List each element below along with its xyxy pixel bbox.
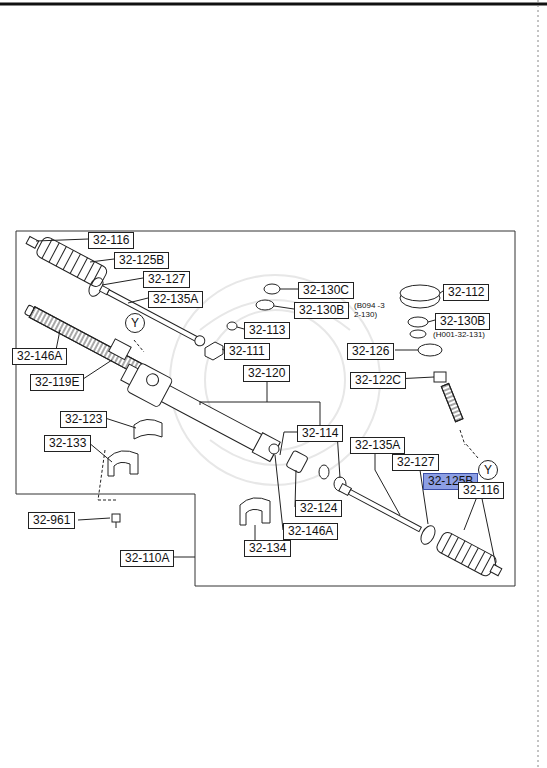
part-note: (H001-32-131) <box>433 330 485 339</box>
view-marker: Y <box>478 460 498 480</box>
callout-box: 32-135A <box>350 437 405 454</box>
callout-box: 32-133 <box>44 435 91 452</box>
callout-box: 32-130B <box>294 302 349 319</box>
callout-box: 32-114 <box>297 425 343 442</box>
part-note: (B094 -32-130) <box>354 301 388 319</box>
callout-box: 32-130B <box>435 313 490 330</box>
callout-number: 32-120 <box>248 367 285 380</box>
callout-number: 32-110A <box>125 552 169 565</box>
callout-box: 32-113 <box>244 322 290 339</box>
callout-number: 32-122C <box>355 374 401 387</box>
callout-box: 32-961 <box>28 512 75 529</box>
callout-number: 32-130B <box>299 304 344 317</box>
callout-number: 32-135A <box>153 293 198 306</box>
callout-number: 32-146A <box>288 525 333 538</box>
callout-number: 32-123 <box>65 413 102 426</box>
callout-box: 32-134 <box>244 540 291 557</box>
callout-number: 32-961 <box>33 514 70 527</box>
callout-box: 32-127 <box>392 454 439 471</box>
callout-number: 32-126 <box>352 345 389 358</box>
callout-box: 32-146A <box>283 523 338 540</box>
callout-box: 32-124 <box>295 500 342 517</box>
callout-box: 32-126 <box>347 343 394 360</box>
callout-number: 32-124 <box>300 502 337 515</box>
callout-box: 32-110A <box>120 550 174 567</box>
callout-number: 32-130B <box>440 315 485 328</box>
callout-box: 32-120 <box>243 365 290 382</box>
callout-number: 32-134 <box>249 542 286 555</box>
callout-box: 32-123 <box>60 411 107 428</box>
callout-number: 32-116 <box>93 234 129 247</box>
callout-box: 32-127 <box>143 271 190 288</box>
callout-number: 32-113 <box>249 324 285 337</box>
callout-number: 32-116 <box>463 484 499 497</box>
callout-box: 32-112 <box>443 284 489 301</box>
callout-number: 32-133 <box>49 437 86 450</box>
callout-box: 32-125B <box>114 252 169 269</box>
callout-number: 32-127 <box>148 273 185 286</box>
callout-number: 32-125B <box>119 254 164 267</box>
callout-number: Y <box>479 461 497 479</box>
callout-box: 32-146A <box>12 348 67 365</box>
view-marker: Y <box>125 313 145 333</box>
callout-box: 32-116 <box>458 482 504 499</box>
callout-number: 32-112 <box>448 286 484 299</box>
callout-box: 32-135A <box>148 291 203 308</box>
callout-number: 32-130C <box>303 284 349 297</box>
callout-box: 32-119E <box>30 374 84 391</box>
callout-number: Y <box>126 314 144 332</box>
callout-number: 32-111 <box>229 345 265 358</box>
callout-box: 32-111 <box>224 343 270 360</box>
callout-box: 32-130C <box>298 282 354 299</box>
callout-number: 32-127 <box>397 456 434 469</box>
callout-number: 32-114 <box>302 427 338 440</box>
callout-number: 32-135A <box>355 439 400 452</box>
callout-box: 32-122C <box>350 372 406 389</box>
callout-number: 32-119E <box>35 376 79 389</box>
callout-number: 32-146A <box>17 350 62 363</box>
callout-box: 32-116 <box>88 232 134 249</box>
